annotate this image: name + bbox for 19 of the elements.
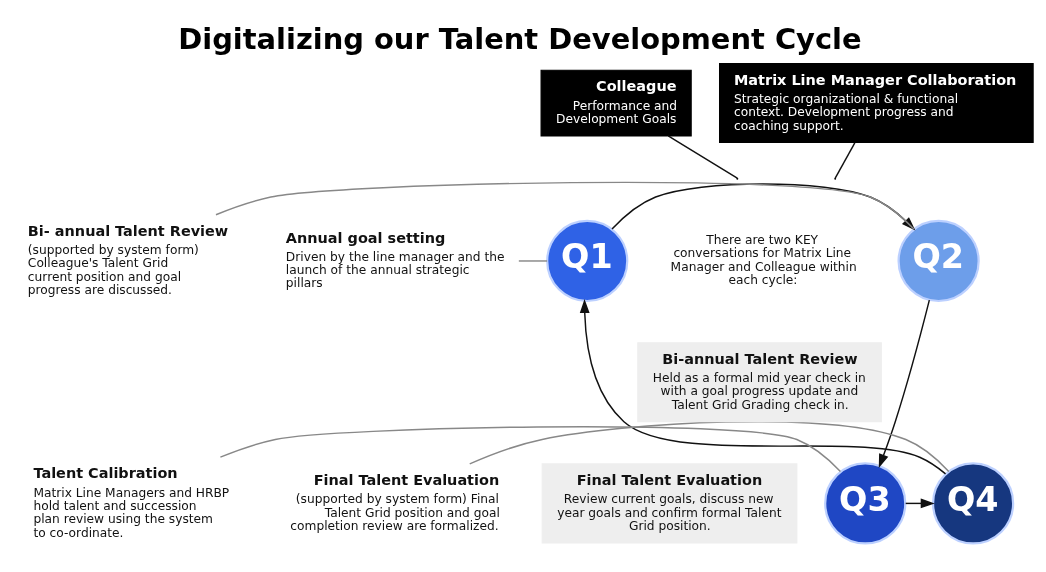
node-text: Bi- annual Talent Review (supported by system form) Colleague's Talent Grid current position and goal progress are discussed.	[27, 222, 229, 298]
node-text: There are two KEY conversations for Matrix Line Manager and Colleague within each cycle:	[670, 233, 857, 288]
connector	[667, 135, 738, 179]
connector	[469, 421, 950, 473]
connector	[219, 426, 842, 473]
node-circle: Q4	[931, 462, 1015, 545]
arrow	[579, 298, 947, 475]
diagram-title: Digitalizing our Talent Development Cycle	[178, 21, 862, 56]
node-text: Annual goal setting Driven by the line manager and the launch of the annual strategic pillars	[285, 229, 505, 291]
node-box: Colleague Performance and Development Goals	[540, 69, 692, 137]
connector	[834, 142, 856, 179]
node-circle: Q3	[824, 462, 907, 545]
connector	[518, 260, 548, 262]
node-box: Matrix Line Manager Collaboration Strategic organizational & functional context. Development progress and coaching support.	[719, 63, 1034, 144]
node-text: Final Talent Evaluation (supported by system form) Final Talent Grid position and goal completion review are formalized.	[290, 471, 500, 533]
arrow	[878, 299, 931, 469]
node-box: Bi-annual Talent Review Held as a formal mid year check in with a goal progress update and Talent Grid Grading check in.	[637, 342, 882, 423]
node-text: Talent Calibration Matrix Line Managers and HRBP hold talent and succession plan review using the system to co-ordinate.	[33, 465, 230, 540]
node-circle: Q1	[546, 219, 629, 303]
